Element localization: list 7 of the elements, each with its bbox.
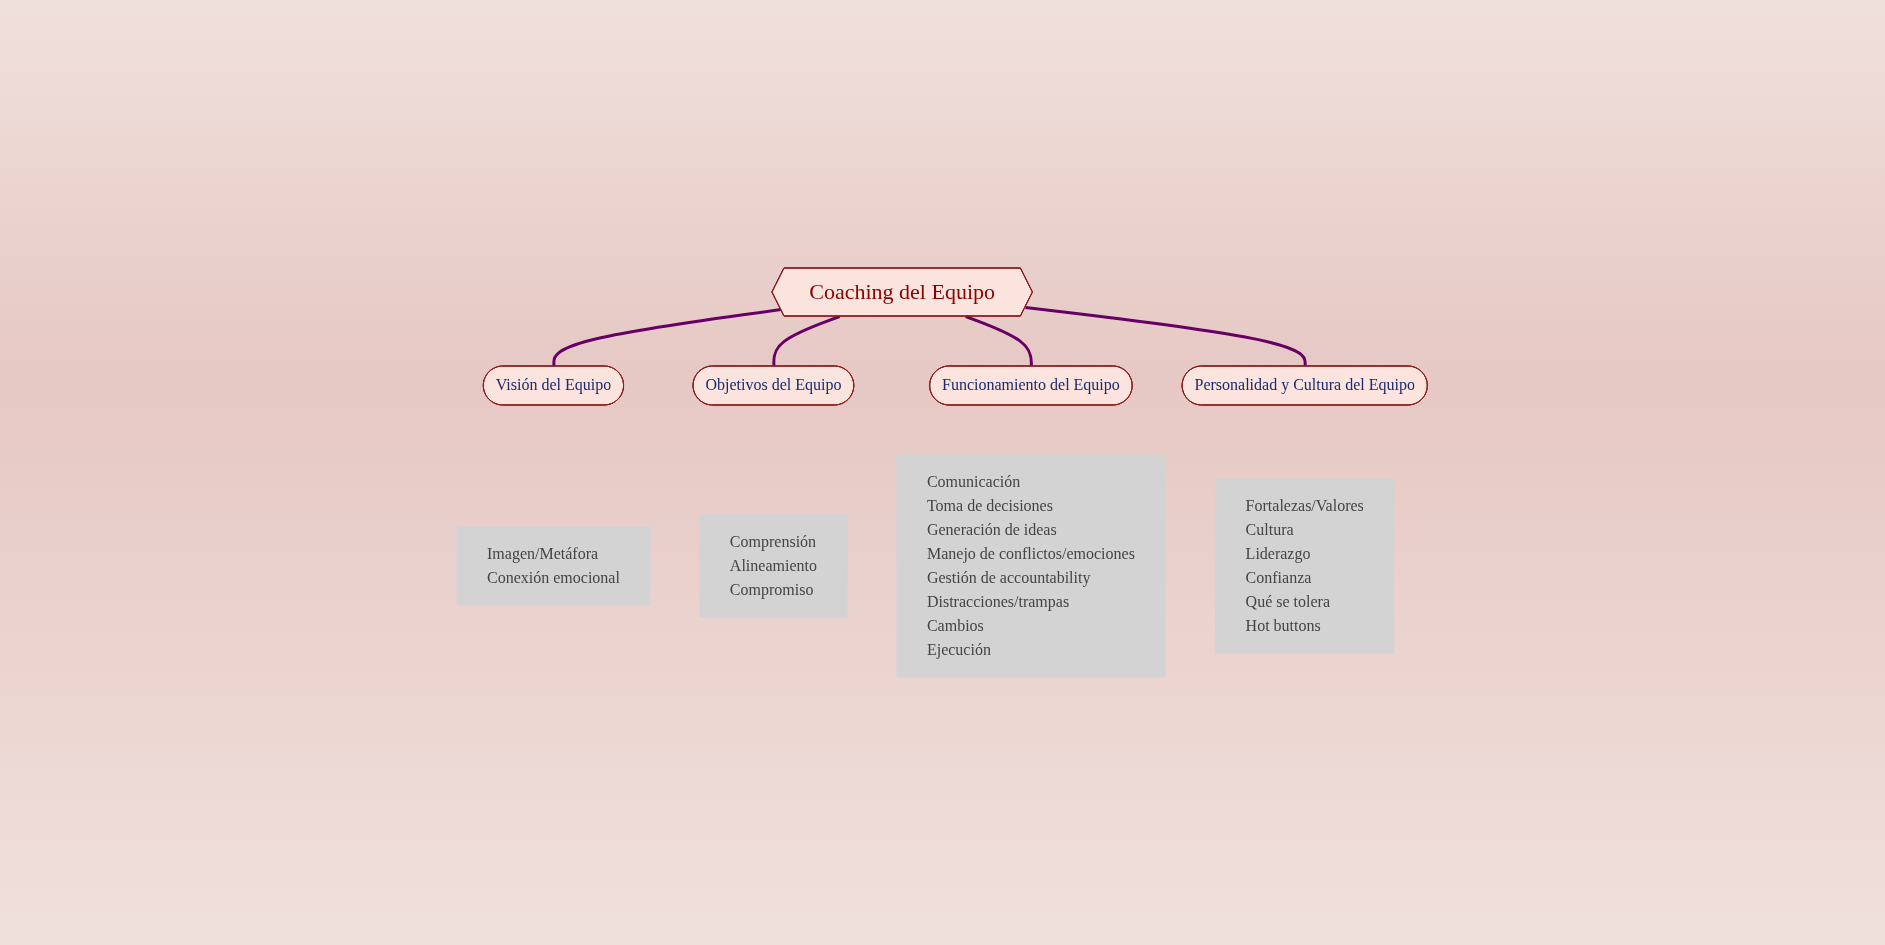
connector [772,315,841,367]
connector [1025,305,1308,367]
node-box: Imagen/Metáfora Conexión emocional [456,526,651,606]
node-box: Comunicación Toma de decisiones Generación de ideas Manejo de conflictos/emociones Gestión de accountability Distracciones/trampas Cambios Ejecución [896,454,1166,678]
node-box: Fortalezas/Valores Cultura Liderazgo Confianza Qué se tolera Hot buttons [1215,478,1395,654]
node-box: Comprensión Alineamiento Compromiso [699,514,848,618]
connector [965,315,1034,367]
